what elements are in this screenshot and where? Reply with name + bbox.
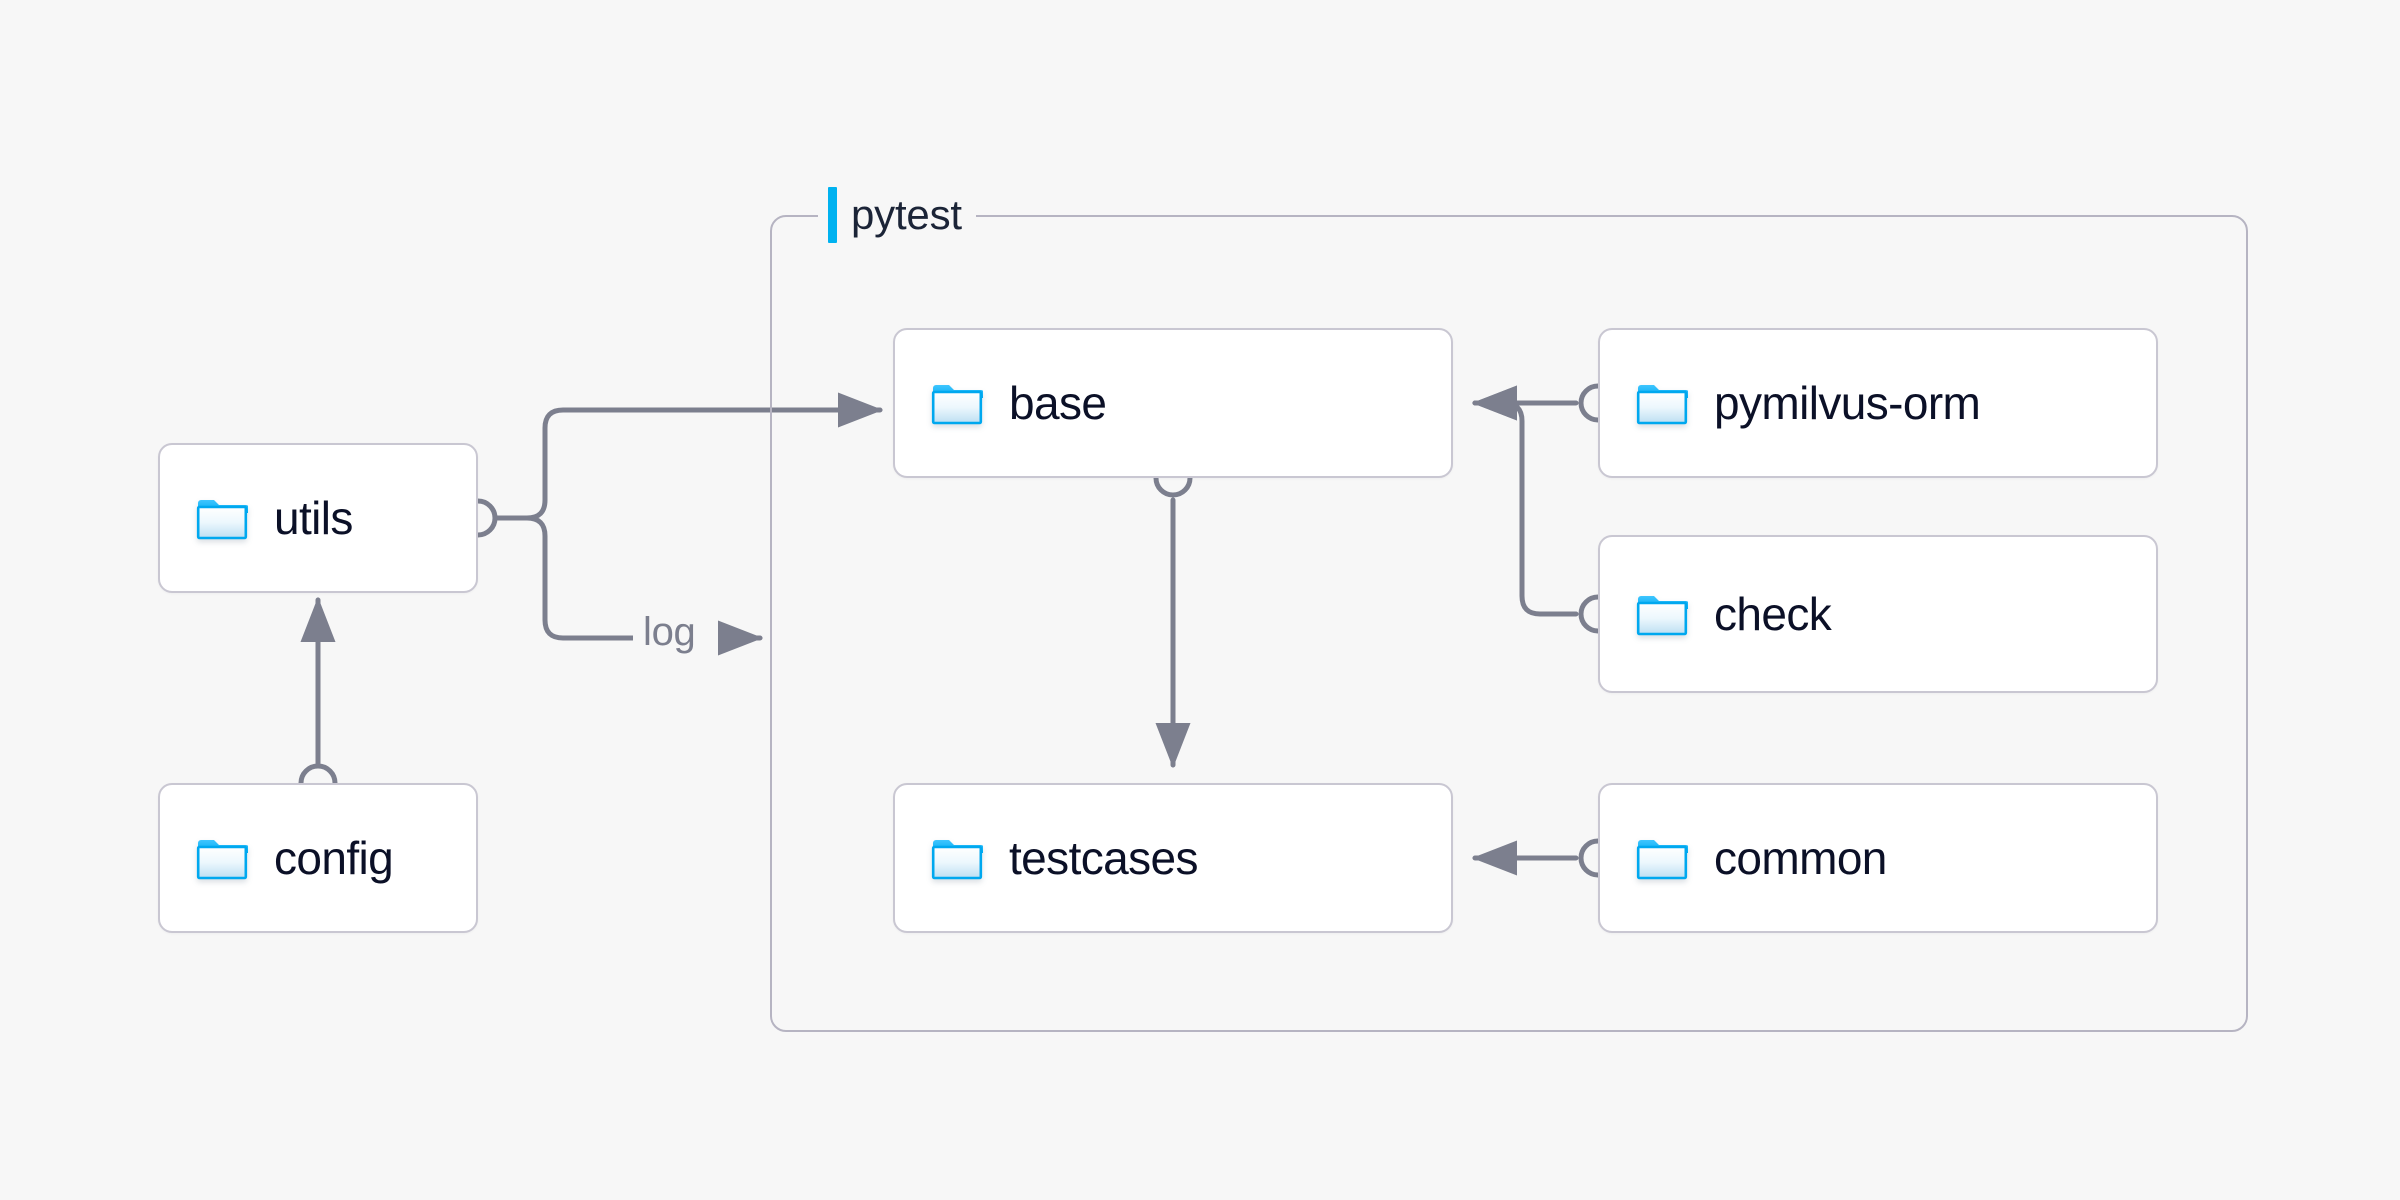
node-testcases[interactable]: testcases: [893, 783, 1453, 933]
node-content: utils: [160, 495, 353, 541]
node-label: common: [1714, 832, 1887, 884]
node-base[interactable]: base: [893, 328, 1453, 478]
group-label-text: pytest: [851, 191, 962, 238]
folder-icon: [196, 840, 248, 880]
accent-bar-icon: [828, 187, 837, 243]
folder-icon: [196, 496, 248, 540]
node-content: common: [1600, 835, 1887, 881]
folder-icon: [1636, 381, 1688, 425]
edge-label-log: log: [633, 612, 706, 652]
group-box-pytest[interactable]: [770, 215, 2248, 1032]
node-content: check: [1600, 588, 1832, 640]
node-pymilvus-orm[interactable]: pymilvus-orm: [1598, 328, 2158, 478]
node-label: pymilvus-orm: [1714, 377, 1981, 429]
node-common[interactable]: common: [1598, 783, 2158, 933]
folder-icon: [1636, 592, 1688, 636]
node-label: check: [1714, 588, 1832, 640]
folder-icon: [1636, 385, 1688, 425]
node-content: base: [895, 377, 1107, 429]
node-label: base: [1009, 377, 1107, 429]
node-config[interactable]: config: [158, 783, 478, 933]
edge-utils-to-pytest-log-a: [524, 515, 641, 641]
node-content: config: [160, 832, 394, 884]
node-label: config: [274, 832, 394, 884]
folder-icon: [1636, 836, 1688, 880]
node-content: testcases: [895, 832, 1199, 884]
folder-icon: [196, 836, 248, 880]
node-check[interactable]: check: [1598, 535, 2158, 693]
folder-icon: [931, 381, 983, 425]
node-utils[interactable]: utils: [158, 443, 478, 593]
folder-icon: [1636, 840, 1688, 880]
node-label: utils: [274, 492, 353, 544]
folder-icon: [931, 836, 983, 880]
folder-icon: [931, 840, 983, 880]
folder-icon: [931, 385, 983, 425]
folder-icon: [196, 500, 248, 540]
node-content: pymilvus-orm: [1600, 377, 1981, 429]
folder-icon: [1636, 596, 1688, 636]
node-label: testcases: [1009, 832, 1199, 884]
group-label-pytest: pytest: [818, 185, 976, 245]
